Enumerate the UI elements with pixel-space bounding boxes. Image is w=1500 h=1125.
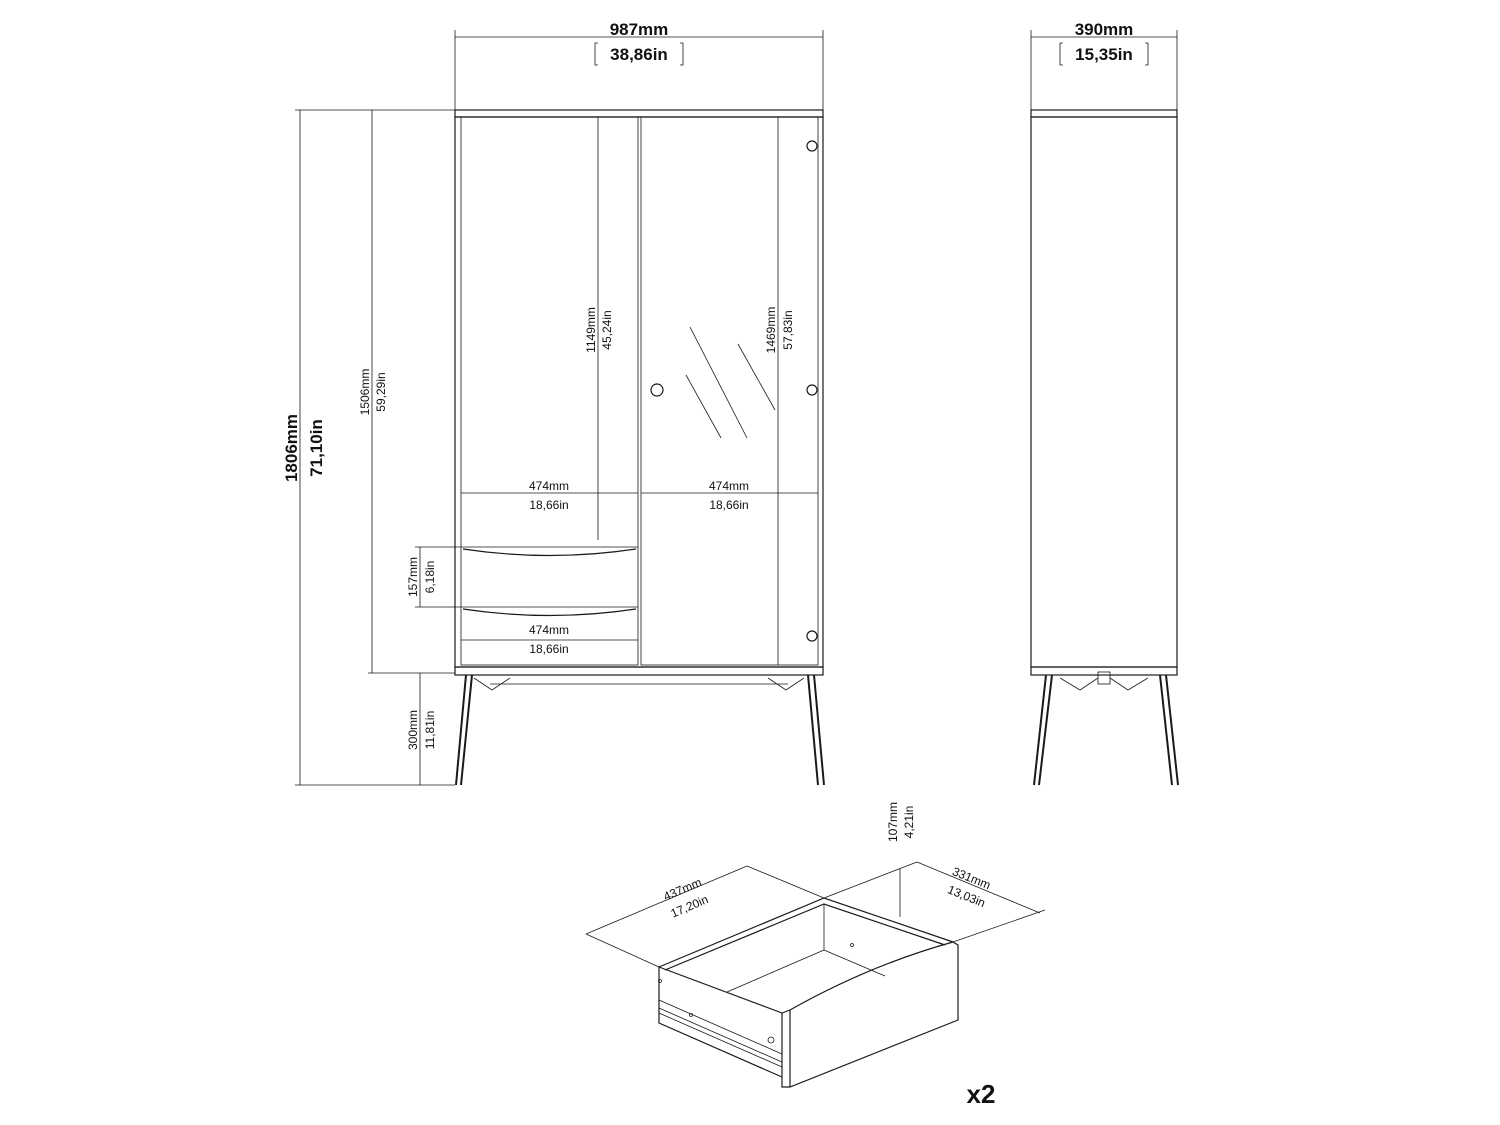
dimension-total-height: 1806mm 71,10in [282,109,455,786]
drawer-quantity: x2 [967,1079,996,1109]
dimension-side-depth: 390mm 15,35in [1030,20,1178,110]
svg-text:107mm: 107mm [886,802,900,842]
svg-text:157mm: 157mm [406,557,420,597]
svg-text:1506mm: 1506mm [358,369,372,416]
svg-text:300mm: 300mm [406,710,420,750]
dimension-drawer-depth: 331mm 13,03in [823,861,1046,943]
dimension-left-door-width: 474mm 18,66in [461,479,638,512]
dimension-label-mm: 987mm [610,20,669,39]
leg-bracket-left [473,677,511,691]
svg-text:18,66in: 18,66in [529,498,568,512]
svg-text:59,29in: 59,29in [374,372,388,411]
door-knob [650,383,664,397]
side-view-cabinet [1030,109,1179,786]
drawer-handle-bottom [462,608,637,617]
svg-text:11,81in: 11,81in [423,711,437,749]
dimension-body-height: 1506mm 59,29in [358,110,455,674]
dimension-drawer-height: 157mm 6,18in [406,546,461,608]
svg-text:1469mm: 1469mm [764,307,778,354]
dimension-drawer-width: 474mm 18,66in [461,623,638,656]
dimension-label-in: 38,86in [610,45,668,64]
dimension-drawer-height: 107mm 4,21in [886,802,916,917]
dimension-right-door-height: 1469mm 57,83in [764,117,795,665]
svg-text:390mm: 390mm [1075,20,1134,39]
dimension-left-door-height: 1149mm 45,24in [584,117,614,540]
svg-text:6,18in: 6,18in [423,561,437,594]
svg-text:45,24in: 45,24in [600,310,614,349]
drawer-handle-top [462,548,637,557]
svg-text:18,66in: 18,66in [529,642,568,656]
glass-reflection [689,326,748,439]
svg-text:474mm: 474mm [529,623,569,637]
leg-right [807,674,825,786]
leg-left [455,674,473,786]
drawer-isometric [658,897,959,1088]
dimension-drawer-width: 437mm 17,20in [585,865,825,968]
svg-text:1149mm: 1149mm [584,307,598,353]
svg-text:1806mm: 1806mm [282,414,301,482]
dimension-right-door-width: 474mm 18,66in [641,479,818,512]
dimension-leg-height: 300mm 11,81in [406,673,437,785]
svg-text:71,10in: 71,10in [307,419,326,477]
front-view-cabinet [454,109,825,786]
svg-text:15,35in: 15,35in [1075,45,1133,64]
dimension-front-width: 987mm 38,86in [454,20,824,110]
svg-text:474mm: 474mm [709,479,749,493]
svg-text:4,21in: 4,21in [902,806,916,839]
svg-text:474mm: 474mm [529,479,569,493]
svg-text:57,83in: 57,83in [781,310,795,349]
svg-text:18,66in: 18,66in [709,498,748,512]
